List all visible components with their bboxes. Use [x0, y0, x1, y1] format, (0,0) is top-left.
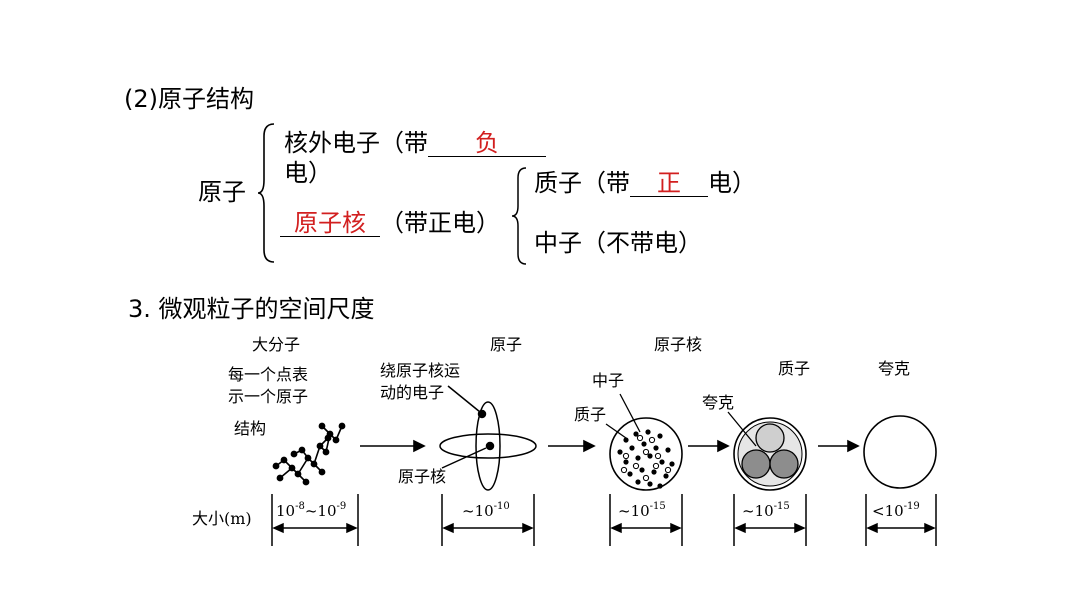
size-label: 大小(m)	[192, 509, 252, 528]
arrow-3	[717, 439, 730, 453]
particle-scale-figure: 大分子 原子 原子核 质子 夸克 每一个点表 示一个原子 结构 绕原子核运 动的…	[192, 335, 937, 546]
nucleus-icon	[605, 393, 683, 491]
quark-icon	[863, 415, 937, 489]
nucleus-suffix: （带正电）	[380, 209, 500, 237]
col-label-quark: 夸克	[878, 359, 910, 378]
col-label-atom: 原子	[490, 335, 522, 354]
size-nucleus: ~10-15	[618, 501, 666, 520]
section-title-atom-structure: (2)原子结构	[124, 85, 254, 113]
arrow-1	[413, 439, 426, 453]
electron-note-line2: 动的电子	[380, 383, 444, 402]
macromolecule-icon	[272, 422, 346, 486]
proton-note: 质子	[574, 405, 606, 424]
proton-prefix: 质子（带	[534, 169, 630, 197]
macro-note-line1: 每一个点表	[228, 365, 308, 384]
nucleus-note: 原子核	[398, 467, 446, 486]
nucleus-brace	[511, 167, 527, 265]
proton-suffix: 电）	[708, 169, 756, 197]
size-macromolecule: 10-8~10-9	[276, 501, 346, 520]
arrow-2	[583, 439, 596, 453]
electron-prefix: 核外电子（带	[284, 129, 428, 157]
macro-note-line2: 示一个原子	[228, 387, 308, 406]
electron-suffix: 电）	[284, 159, 332, 187]
nucleus-line: 原子核（带正电）	[280, 208, 500, 238]
quark-note: 夸克	[702, 393, 734, 412]
atom-icon	[439, 385, 537, 491]
size-quark: <10-19	[872, 501, 920, 520]
col-label-nucleus: 原子核	[654, 335, 702, 354]
neutron-line: 中子（不带电）	[534, 229, 702, 257]
section-title-particle-scale: 3. 微观粒子的空间尺度	[128, 295, 375, 323]
electron-line: 核外电子（带负	[284, 128, 546, 158]
proton-line: 质子（带正电）	[534, 168, 756, 198]
arrow-4	[847, 439, 860, 453]
electron-charge-answer: 负	[428, 130, 546, 157]
proton-charge-answer: 正	[630, 170, 708, 197]
col-label-proton: 质子	[778, 359, 810, 378]
macro-note-line3: 结构	[234, 419, 266, 438]
nucleus-answer: 原子核	[280, 210, 380, 237]
col-label-macromolecule: 大分子	[252, 335, 300, 354]
neutron-note: 中子	[592, 371, 624, 390]
atom-label: 原子	[198, 178, 246, 206]
size-atom: ~10-10	[462, 501, 510, 520]
size-proton: ~10-15	[742, 501, 790, 520]
electron-note-line1: 绕原子核运	[380, 361, 460, 380]
left-brace	[257, 123, 275, 263]
proton-icon	[727, 411, 807, 491]
